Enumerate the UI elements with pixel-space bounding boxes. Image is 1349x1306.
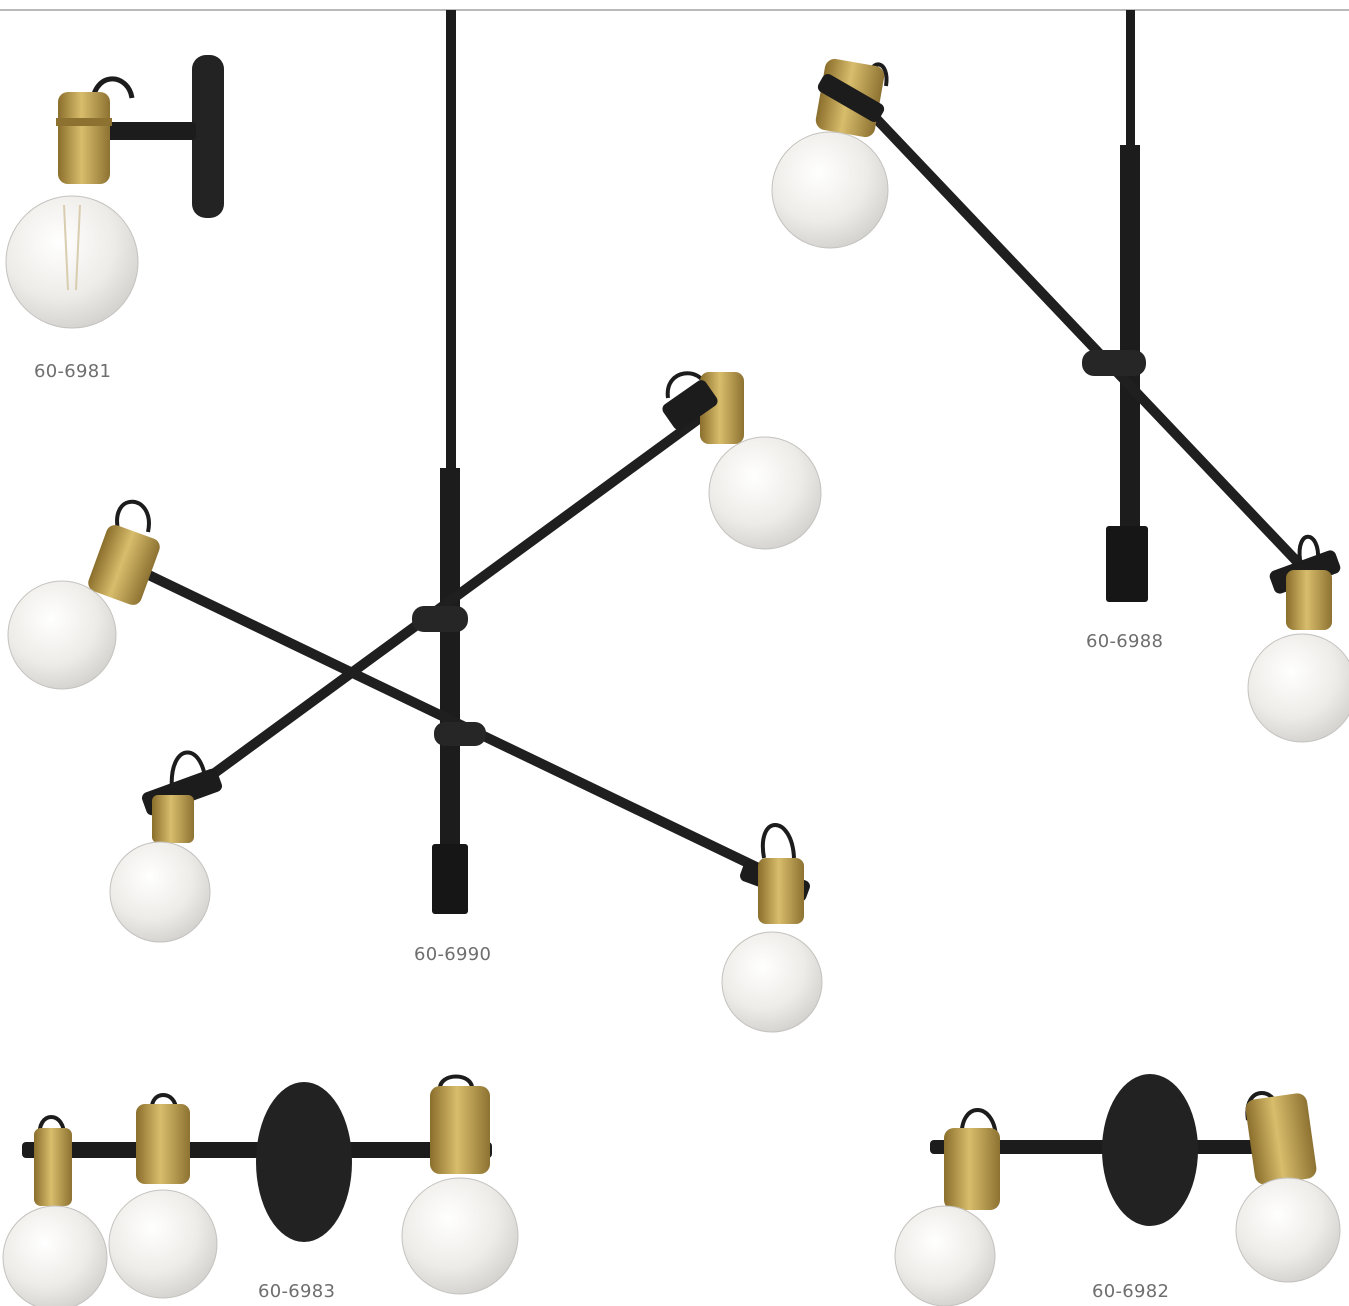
vanity-6982 bbox=[894, 1074, 1341, 1306]
sku-label-6981: 60-6981 bbox=[34, 361, 112, 382]
sku-label-6990: 60-6990 bbox=[414, 944, 492, 965]
pendant-6988 bbox=[771, 10, 1349, 743]
pendant-6990 bbox=[7, 10, 823, 1033]
vanity-6983 bbox=[2, 1074, 519, 1306]
top-divider bbox=[0, 9, 1349, 11]
sconce-6981 bbox=[5, 55, 224, 329]
sku-label-6988: 60-6988 bbox=[1086, 631, 1164, 652]
sku-label-6982: 60-6982 bbox=[1092, 1281, 1170, 1302]
sku-label-6983: 60-6983 bbox=[258, 1281, 336, 1302]
